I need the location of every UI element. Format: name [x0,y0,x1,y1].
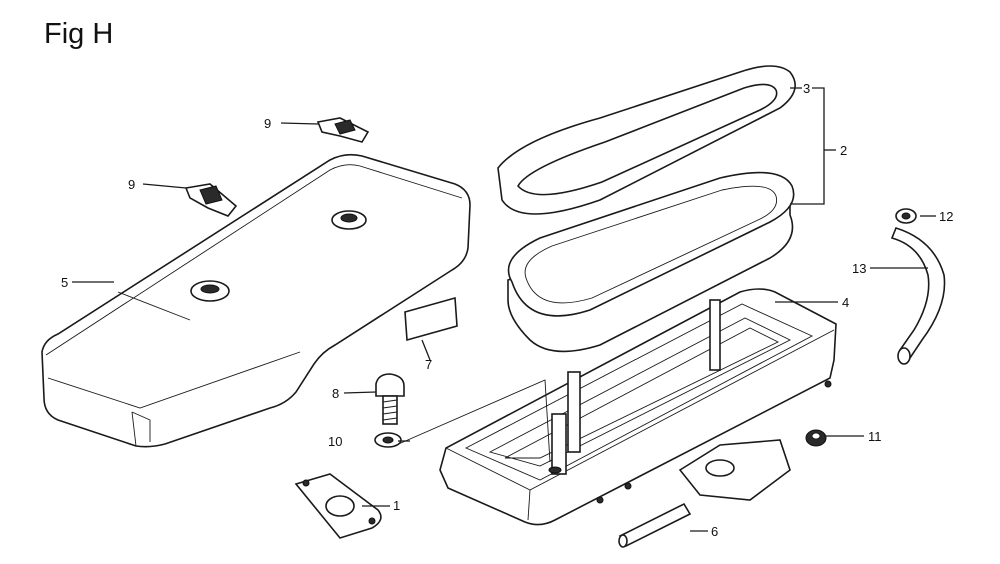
cover-clip-upper [316,117,370,143]
gasket [294,473,382,539]
callout-10: 10 [328,434,342,449]
callout-6: 6 [711,524,718,539]
air-filter-element [507,171,795,353]
callout-4: 4 [842,295,849,310]
callout-7: 7 [425,357,432,372]
air-cleaner-cover [41,153,471,448]
callout-9-upper: 9 [264,116,271,131]
callout-13: 13 [852,261,866,276]
callout-1: 1 [393,498,400,513]
figure-title: Fig H [44,18,114,50]
callout-8: 8 [332,386,339,401]
air-cleaner-base [439,288,837,526]
label-sticker [404,296,458,342]
callout-5: 5 [61,275,68,290]
bolt [375,373,405,425]
foam-pre-filter [497,65,796,215]
callout-2: 2 [840,143,847,158]
cover-clip-lower [184,183,238,217]
breather-tube [890,227,946,365]
callout-3: 3 [803,81,810,96]
hose-clamp [895,208,917,224]
nut [805,429,827,447]
callout-12: 12 [939,209,953,224]
callout-9-lower: 9 [128,177,135,192]
callout-11: 11 [868,429,882,444]
leader-lines [72,87,936,532]
short-tube [618,502,692,548]
washer [374,432,402,448]
